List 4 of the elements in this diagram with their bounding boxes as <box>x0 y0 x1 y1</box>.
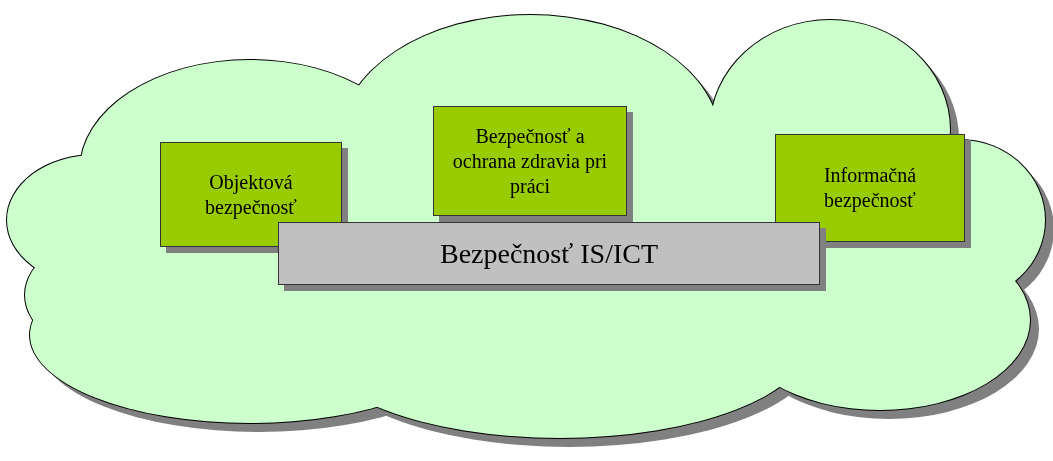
box-label: Bezpečnosť a ochrana zdravia pri práci <box>451 123 609 199</box>
box-label: Objektová bezpečnosť <box>204 169 298 220</box>
box-label: Bezpečnosť IS/ICT <box>439 237 659 271</box>
box-label: Informačná bezpečnosť <box>822 163 918 213</box>
